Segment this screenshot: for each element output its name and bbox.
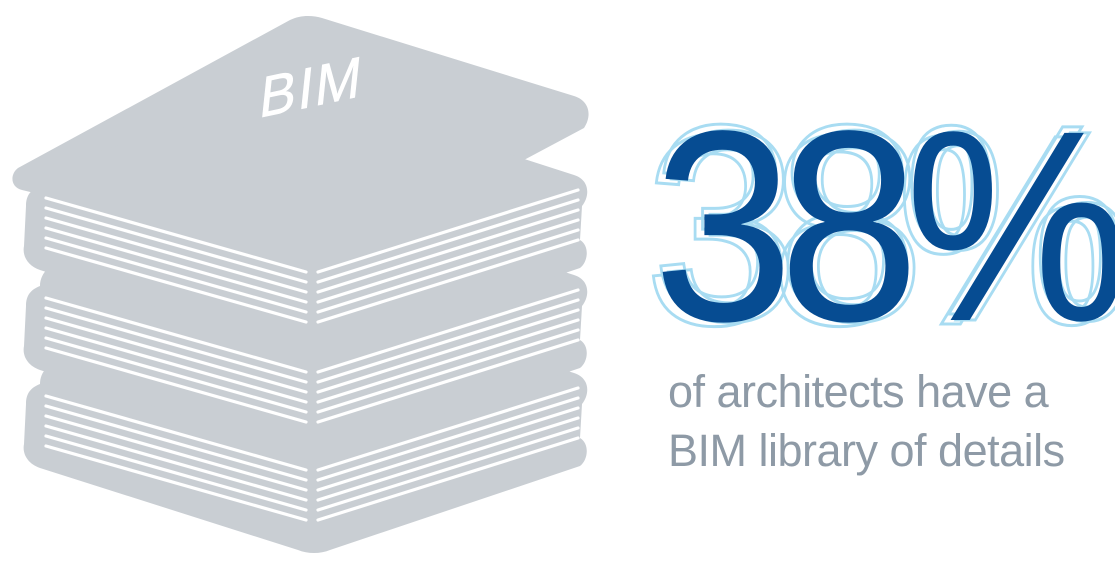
- book-stack-illustration: BIM: [12, 15, 589, 555]
- caption-line-1: of architects have a: [668, 366, 1049, 417]
- statistic: 38% 38% 38% 38%: [640, 66, 1115, 388]
- stat-outline-3: 38%: [659, 74, 1115, 378]
- caption-line-2: BIM library of details: [668, 425, 1065, 476]
- stat-value: 38%: [653, 74, 1115, 378]
- book-top: [12, 15, 589, 357]
- stat-outline-2: 38%: [651, 68, 1115, 372]
- stat-outline-1: 38%: [644, 78, 1113, 382]
